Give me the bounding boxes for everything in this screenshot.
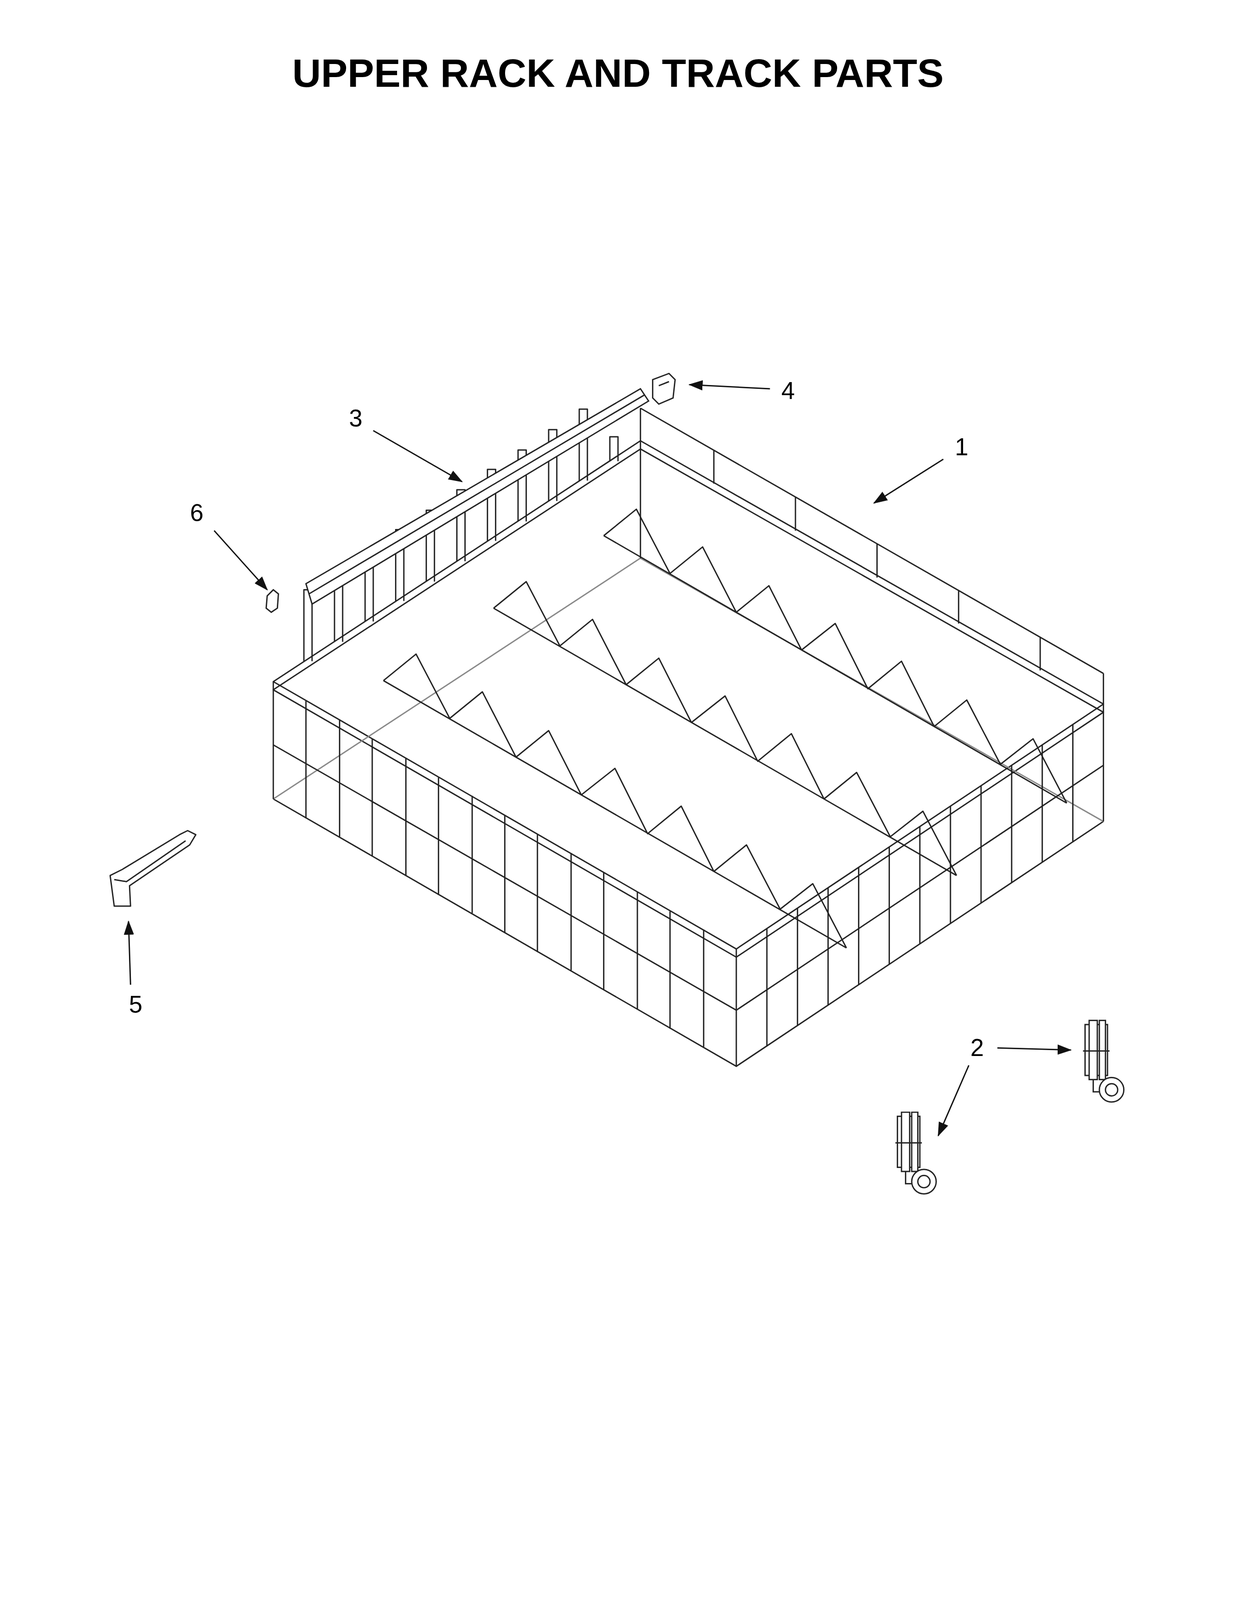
callout-number: 5 [126,991,146,1018]
track-rail [305,388,649,604]
diagram-title: UPPER RACK AND TRACK PARTS [289,52,947,95]
callout-number: 2 [967,1034,987,1061]
track-stop [652,373,676,404]
rack-handle [110,830,196,906]
rack-adjuster [895,1111,936,1194]
callout-number: 1 [951,433,972,460]
leader-lines [128,384,1071,1136]
callout-number: 3 [346,405,366,432]
callout-number: 6 [187,499,207,526]
track-end-cap [266,589,279,612]
upper-rack [273,408,1104,1066]
callout-number: 4 [778,377,798,404]
rack-adjuster [1082,1020,1124,1102]
